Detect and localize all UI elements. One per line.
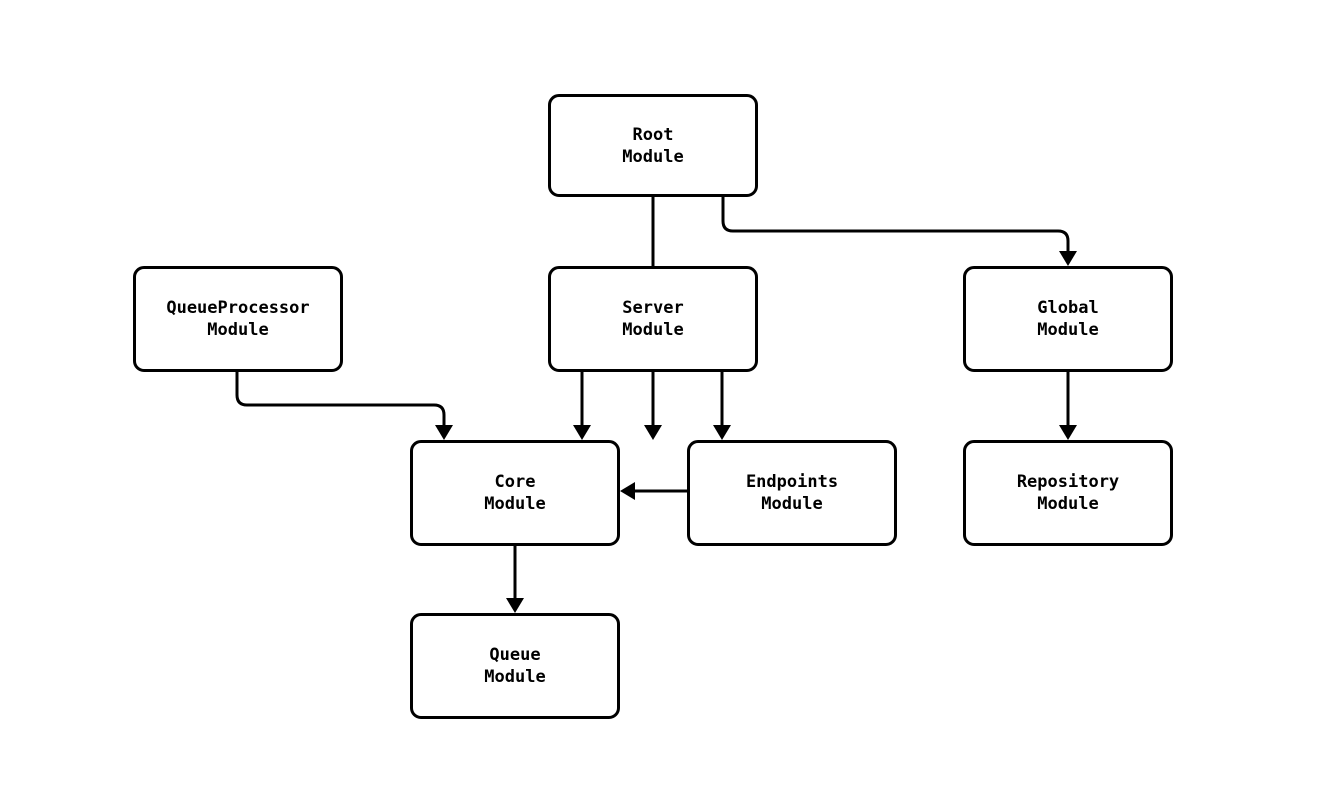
arrowhead-core-to-queue bbox=[506, 598, 524, 613]
node-label-suffix: Module bbox=[761, 494, 823, 514]
node-label-suffix: Module bbox=[1037, 320, 1099, 340]
node-label-suffix: Module bbox=[1037, 494, 1099, 514]
arrowhead-queueprocessor-to-core bbox=[435, 425, 453, 440]
arrowhead-root-to-server bbox=[644, 425, 662, 440]
node-label-name: Root bbox=[632, 124, 674, 145]
edge-queueprocessor-to-core bbox=[235, 372, 446, 432]
arrowhead-server-to-core bbox=[573, 425, 591, 440]
node-label-suffix: Module bbox=[622, 320, 684, 340]
node-label-name: Global bbox=[1037, 298, 1099, 318]
node-label-name: Queue bbox=[489, 645, 541, 665]
node-label-name: QueueProcessor bbox=[166, 298, 310, 318]
node-label-suffix: Module bbox=[622, 146, 684, 167]
node-label-suffix: Module bbox=[484, 667, 546, 687]
node-label-name: Server bbox=[622, 298, 684, 318]
arrowhead-server-to-endpoints bbox=[713, 425, 731, 440]
arrowhead-global-to-repository bbox=[1059, 425, 1077, 440]
edge-root-to-global bbox=[721, 197, 1070, 258]
node-label-name: Core bbox=[494, 472, 536, 492]
node-label-suffix: Module bbox=[207, 320, 269, 340]
node-label-name: Repository bbox=[1016, 472, 1120, 492]
arrowhead-endpoints-to-core bbox=[620, 482, 635, 500]
arrowhead-root-to-global bbox=[1059, 251, 1077, 266]
node-label-name: Endpoints bbox=[745, 472, 839, 492]
node-label-suffix: Module bbox=[484, 494, 546, 514]
